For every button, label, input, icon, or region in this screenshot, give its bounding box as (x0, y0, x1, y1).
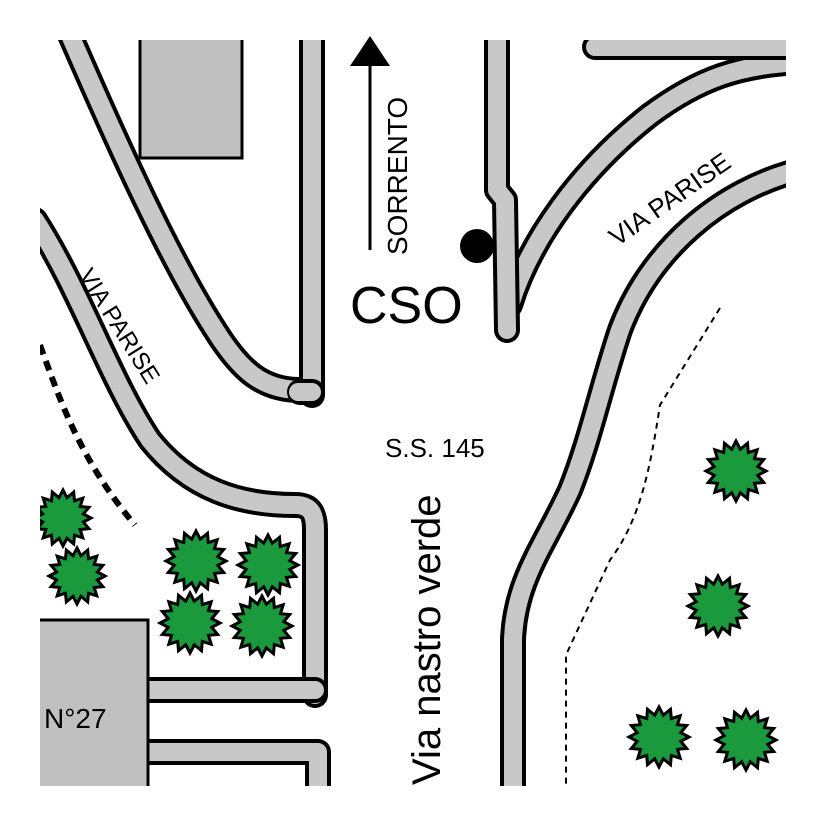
boundary-dashed-right (565, 307, 721, 786)
building-top (138, 40, 244, 160)
label-stop: CSO (350, 277, 463, 335)
tree-icon (702, 437, 770, 505)
label-highway: S.S. 145 (385, 433, 485, 463)
road-via-parise-right-upper-fill (501, 53, 786, 314)
tree-icon (625, 703, 693, 771)
building-n27 (40, 618, 150, 786)
tree-icon (45, 544, 109, 608)
road-via-parise-left-inner-fill (40, 212, 324, 704)
road-network (40, 40, 786, 786)
road-driveway-lower-fill (141, 743, 327, 786)
tree-icon (162, 527, 230, 595)
label-main-road: Via nastro verde (405, 494, 449, 785)
tree-icon (228, 592, 296, 660)
arrow-up-icon (350, 36, 390, 250)
tree-icon (234, 531, 302, 599)
label-house-number: N°27 (44, 703, 107, 734)
tree-icon (156, 589, 224, 657)
tree-icon (40, 486, 95, 550)
tree-icon (712, 706, 780, 774)
dot-marker-icon (460, 229, 494, 263)
road-cso-spur-fill (488, 40, 516, 339)
road-via-parise-left-outer-fill (62, 40, 309, 399)
tree-group (40, 437, 780, 774)
tree-icon (684, 572, 752, 640)
road-via-parise-right-lower-fill (504, 164, 786, 786)
label-destination: SORRENTO (382, 97, 413, 255)
boundary-dashed-left (40, 343, 138, 527)
